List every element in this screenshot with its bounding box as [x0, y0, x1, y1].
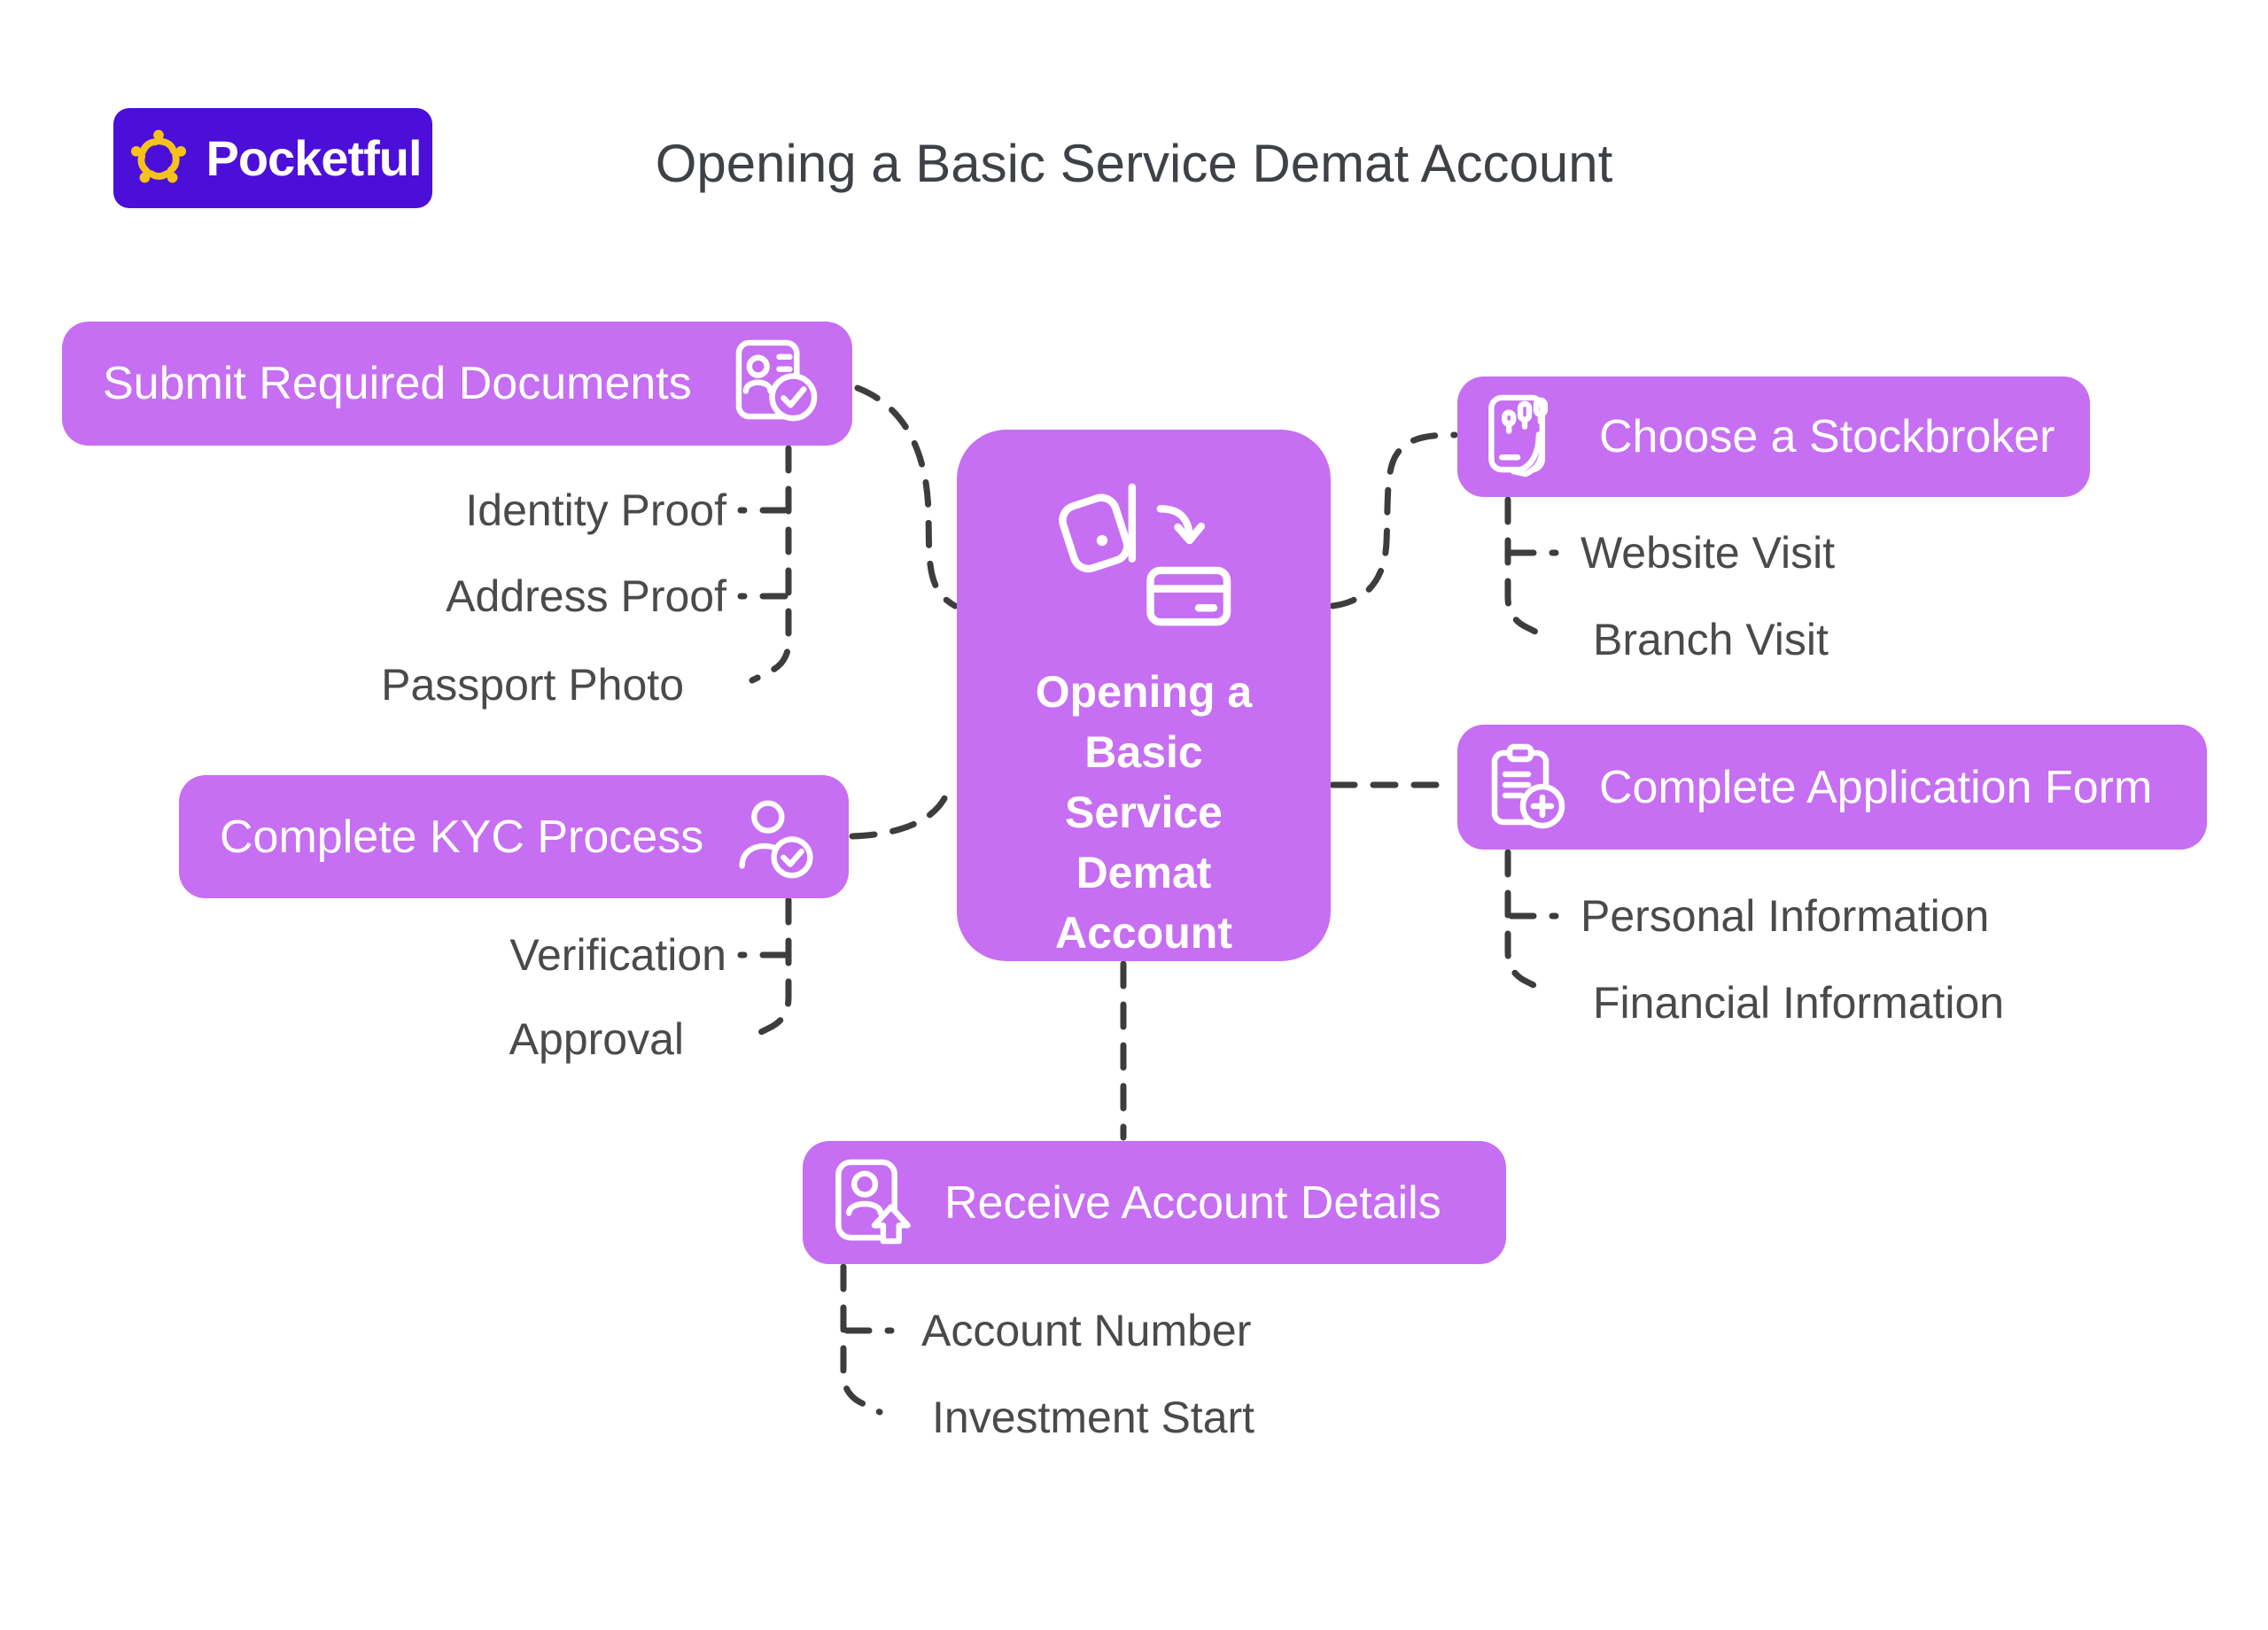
sub-personal-information: Personal Information: [1581, 891, 1990, 941]
pocketful-logo: Pocketful: [113, 108, 432, 208]
pocketful-flower-icon: [124, 124, 193, 193]
center-node-demat-account: Opening a Basic Service Demat Account: [957, 430, 1331, 961]
node-label: Complete KYC Process: [220, 811, 704, 863]
sub-investment-start: Investment Start: [932, 1393, 1255, 1442]
sub-account-number: Account Number: [921, 1306, 1252, 1355]
sub-passport-photo: Passport Photo: [381, 660, 684, 710]
phone-candlestick-chart-icon: [1484, 391, 1573, 483]
trunk-stockbroker-children: [1504, 496, 1548, 640]
node-label: Choose a Stockbroker: [1599, 411, 2055, 462]
connector-submit-to-center: [854, 384, 959, 609]
connector-center-to-stockbroker: [1329, 431, 1458, 609]
logo-wordmark: Pocketful: [206, 130, 422, 186]
trunk-submit-children: [749, 445, 792, 684]
id-card-check-icon: [734, 338, 826, 430]
node-receive-account-details: Receive Account Details: [803, 1141, 1506, 1264]
node-label: Receive Account Details: [944, 1176, 1441, 1229]
person-check-icon: [732, 795, 822, 880]
node-choose-a-stockbroker: Choose a Stockbroker: [1457, 376, 2090, 497]
sub-website-visit: Website Visit: [1581, 528, 1836, 578]
trunk-kyc-children: [749, 896, 792, 1040]
sub-financial-information: Financial Information: [1593, 978, 2005, 1028]
node-label: Complete Application Form: [1599, 761, 2153, 813]
connector-kyc-to-center: [849, 782, 960, 840]
center-node-label: Opening a Basic Service Demat Account: [1035, 667, 1253, 958]
node-complete-kyc-process: Complete KYC Process: [179, 775, 849, 898]
sub-branch-visit: Branch Visit: [1593, 615, 1829, 664]
page-title: Opening a Basic Service Demat Account: [655, 134, 1613, 193]
sub-identity-proof: Identity Proof: [465, 485, 726, 535]
node-complete-application-form: Complete Application Form: [1457, 725, 2207, 850]
node-submit-required-documents: Submit Required Documents: [62, 322, 852, 446]
sub-address-proof: Address Proof: [446, 571, 726, 621]
trunk-application-children: [1504, 849, 1548, 994]
sub-approval: Approval: [509, 1014, 684, 1064]
clipboard-plus-icon: [1484, 741, 1573, 834]
wallet-card-transfer-icon: [1044, 472, 1244, 639]
trunk-receive-children: [840, 1263, 883, 1416]
node-label: Submit Required Documents: [103, 358, 692, 409]
id-card-upload-icon: [829, 1157, 918, 1249]
sub-verification: Verification: [509, 930, 726, 980]
